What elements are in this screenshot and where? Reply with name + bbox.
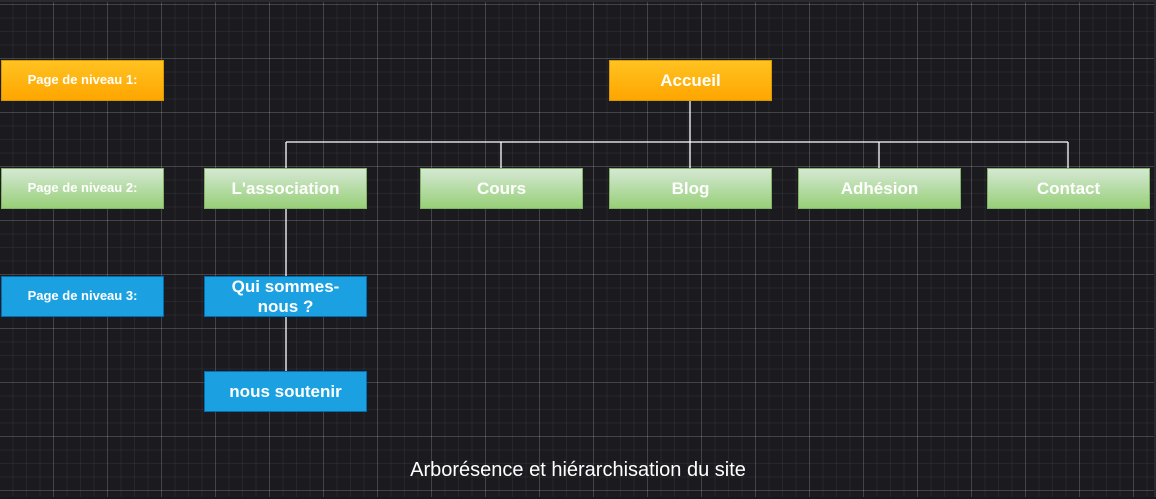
level1-label: Page de niveau 1: (1, 60, 164, 101)
node-adhesion: Adhésion (798, 168, 961, 209)
node-contact: Contact (987, 168, 1150, 209)
node-qui-sommes-nous: Qui sommes-nous ? (204, 276, 367, 317)
node-association: L'association (204, 168, 367, 209)
node-cours: Cours (420, 168, 583, 209)
level3-label: Page de niveau 3: (1, 276, 164, 317)
diagram-caption: Arborésence et hiérarchisation du site (410, 459, 746, 481)
level2-label: Page de niveau 2: (1, 168, 164, 209)
node-accueil: Accueil (609, 60, 772, 101)
node-blog: Blog (609, 168, 772, 209)
node-nous-soutenir: nous soutenir (204, 371, 367, 412)
